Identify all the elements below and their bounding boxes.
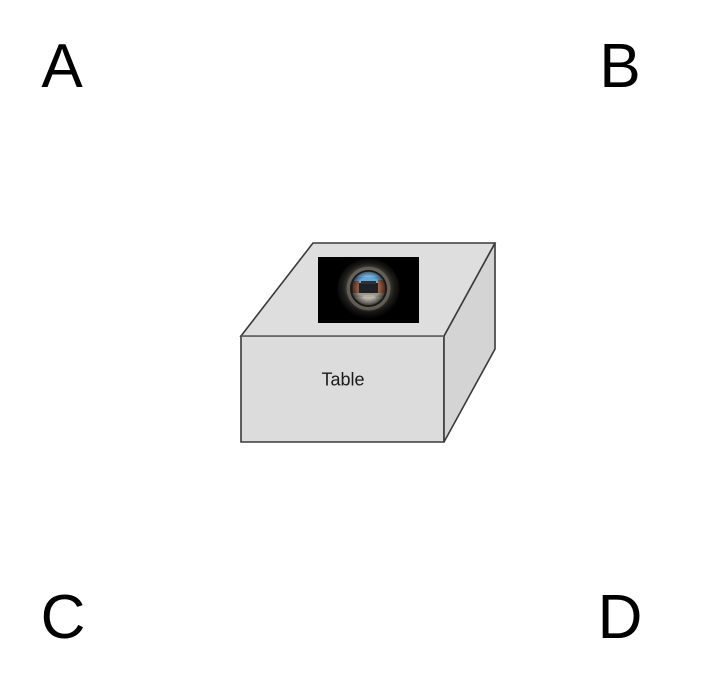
photo-on-table	[318, 257, 419, 323]
photo-content	[318, 257, 419, 323]
corner-label-b: B	[599, 32, 641, 101]
corner-label-c: C	[40, 583, 86, 652]
photo-vignette	[318, 257, 419, 323]
corner-label-d: D	[597, 583, 643, 652]
table-label: Table	[321, 369, 365, 390]
corner-label-a: A	[41, 32, 83, 101]
